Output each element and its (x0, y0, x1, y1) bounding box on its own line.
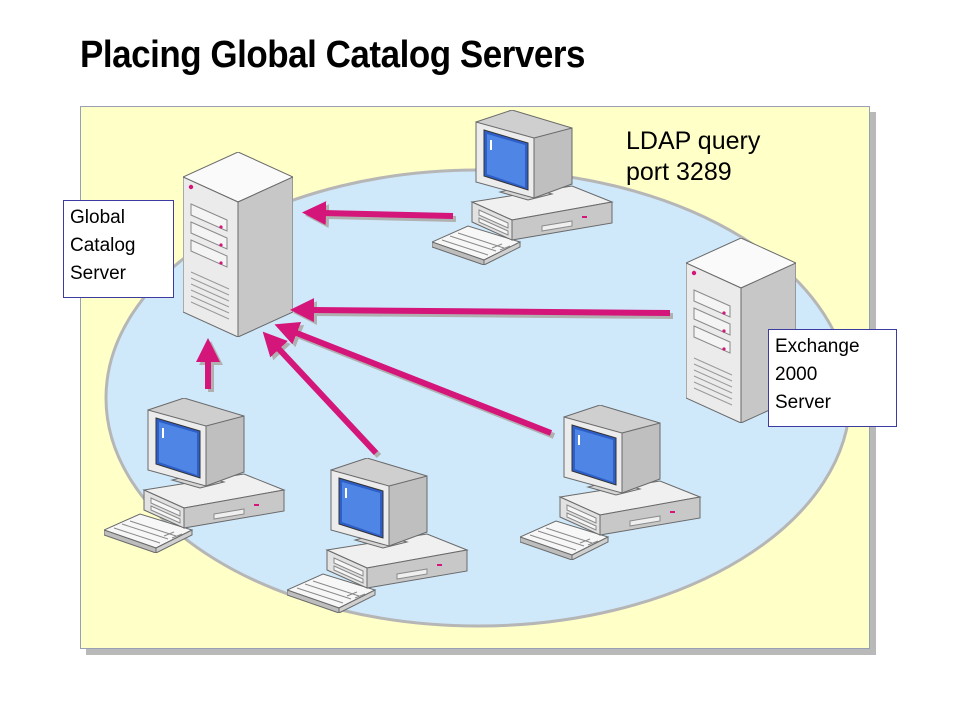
arrow-client-top-to-gc (302, 201, 454, 226)
arrow-client-bottom-right-to-gc (274, 321, 553, 436)
gc-label-line-2: Catalog (70, 235, 136, 256)
exchange-label-line-1: Exchange (775, 336, 860, 357)
arrow-exchange-to-gc (290, 298, 671, 323)
ldap-label-line-1: LDAP query (626, 127, 761, 155)
ldap-label-line-2: port 3289 (626, 158, 732, 186)
arrow-client-bottom-middle-to-gc (262, 331, 379, 456)
ldap-query-label: LDAP query port 3289 (626, 126, 760, 188)
exchange-server-label: Exchange 2000 Server (768, 329, 897, 427)
gc-label-line-1: Global (70, 207, 125, 228)
gc-label-line-3: Server (70, 263, 126, 284)
exchange-label-line-3: Server (775, 392, 831, 413)
gc-server-label: Global Catalog Server (63, 200, 174, 298)
exchange-label-line-2: 2000 (775, 364, 818, 385)
gc-server-icon (183, 152, 293, 337)
slide-title: Placing Global Catalog Servers (80, 34, 585, 76)
